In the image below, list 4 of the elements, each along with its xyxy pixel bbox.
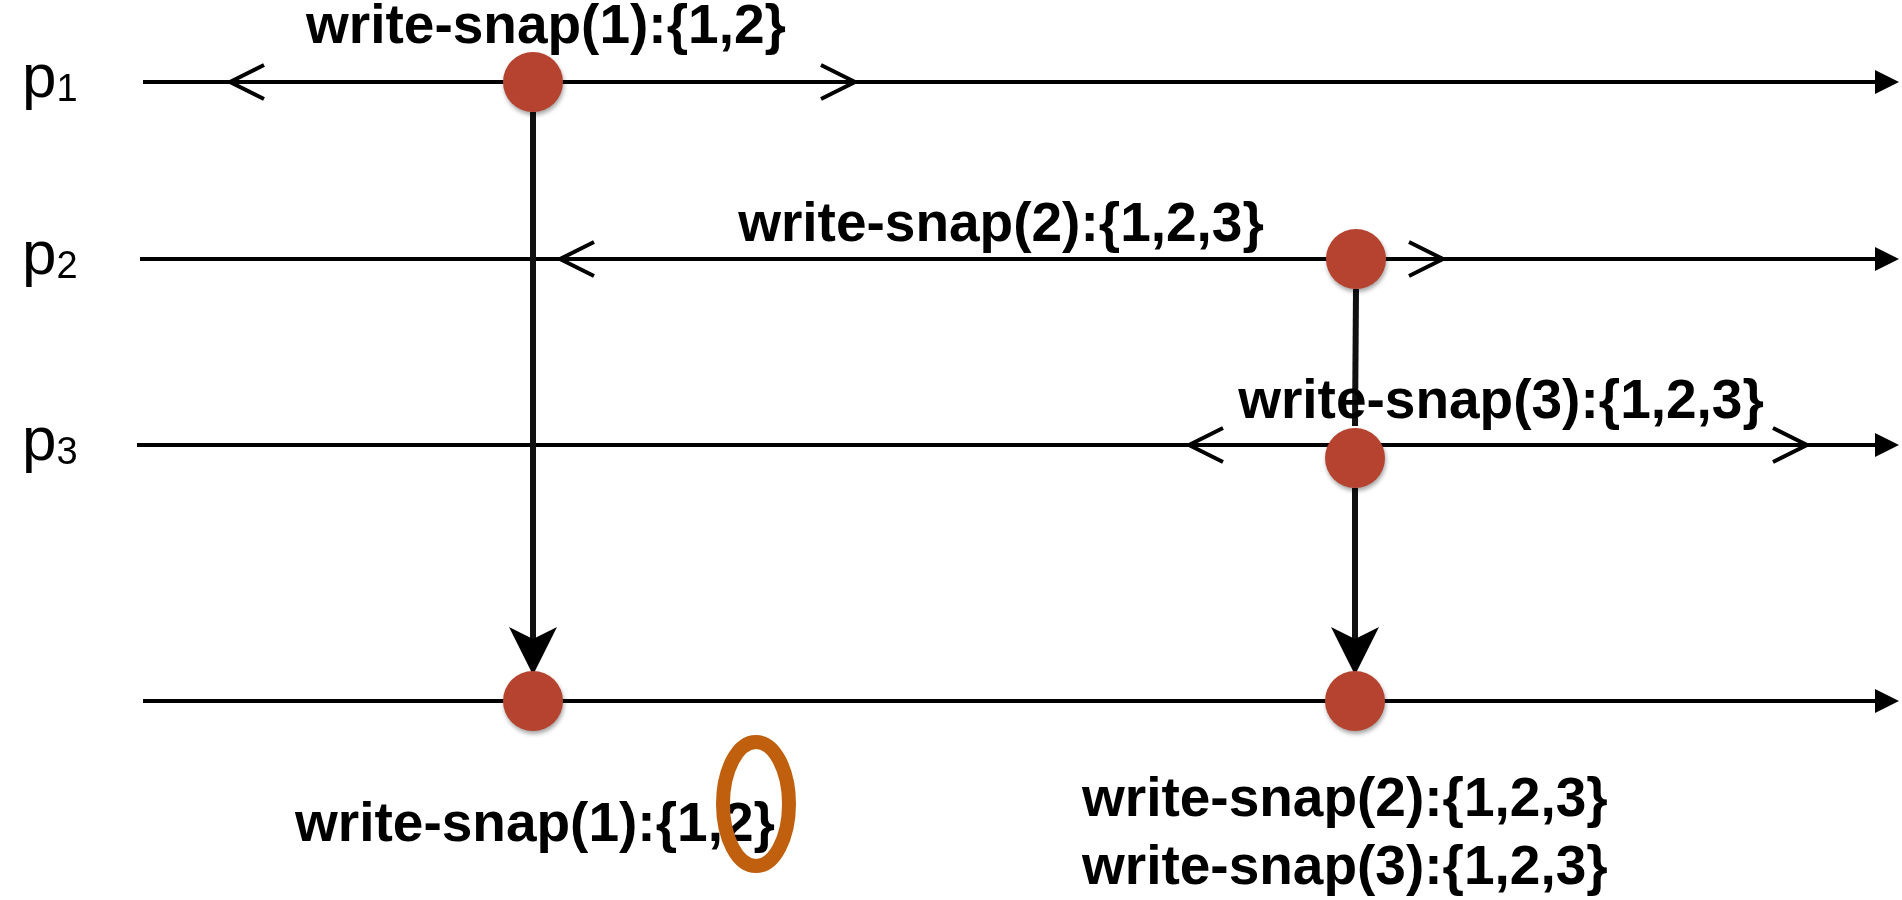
- event-dot: [1325, 428, 1385, 488]
- event-dot: [1326, 229, 1386, 289]
- event-dot: [1325, 671, 1385, 731]
- event-dot: [503, 671, 563, 731]
